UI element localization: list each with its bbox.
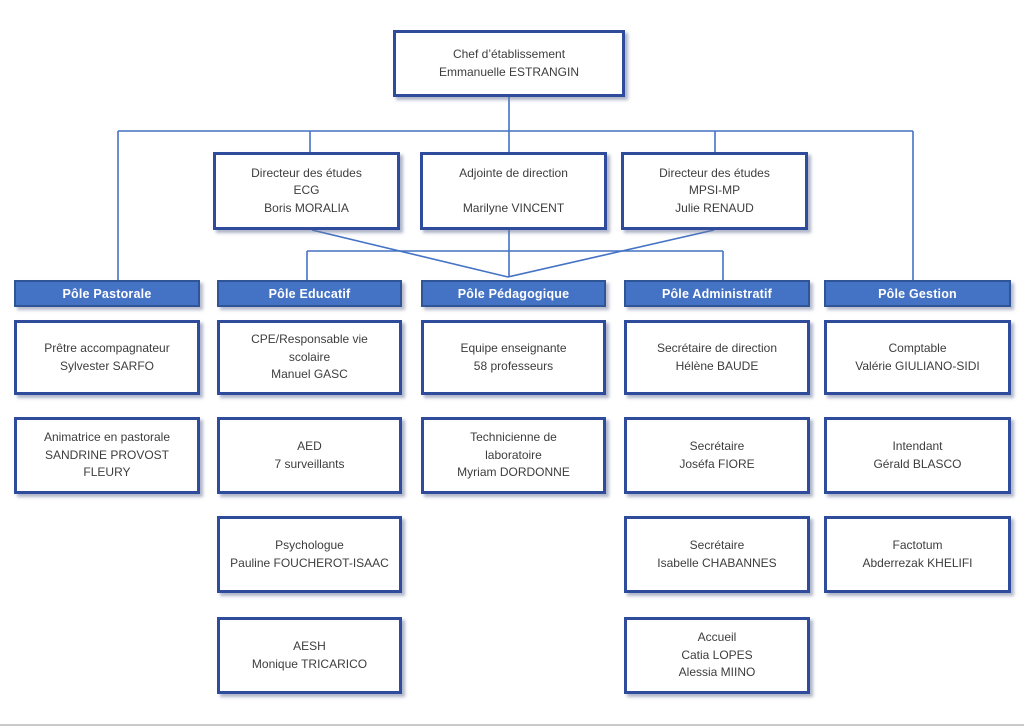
node-factotum: Factotum Abderrezak KHELIFI <box>824 516 1011 593</box>
node-text-line: CPE/Responsable vie <box>251 332 368 347</box>
node-text-line: Chef d’établissement <box>452 47 566 62</box>
node-text-line: Factotum <box>892 538 943 553</box>
page-bottom-rule <box>0 724 1024 726</box>
node-secretaire-fiore: Secrétaire Joséfa FIORE <box>624 417 810 494</box>
node-accueil: Accueil Catia LOPES Alessia MIINO <box>624 617 810 694</box>
node-text-line: MPSI-MP <box>688 183 741 198</box>
node-psychologue: Psychologue Pauline FOUCHEROT-ISAAC <box>217 516 402 593</box>
node-text-line: Emmanuelle ESTRANGIN <box>438 64 580 79</box>
node-equipe-enseignante: Equipe enseignante 58 professeurs <box>421 320 606 395</box>
node-adjointe-direction: Adjointe de direction Marilyne VINCENT <box>420 152 607 230</box>
node-text-line: Hélène BAUDE <box>675 358 759 373</box>
node-text-line: Secrétaire <box>689 538 745 553</box>
node-aed: AED 7 surveillants <box>217 417 402 494</box>
node-text-line: Gérald BLASCO <box>873 456 962 471</box>
node-text-line: Boris MORALIA <box>264 200 349 215</box>
node-text-line: Sylvester SARFO <box>59 358 155 373</box>
node-text-line: 7 surveillants <box>274 456 345 471</box>
node-text-line: Comptable <box>888 341 947 356</box>
node-text-line: Secrétaire de direction <box>656 341 778 356</box>
node-text-line: Catia LOPES <box>681 647 753 662</box>
node-text-line: ECG <box>293 183 320 198</box>
pole-header-pastorale: Pôle Pastorale <box>14 280 200 307</box>
node-text-line: Technicienne de <box>470 430 557 445</box>
node-text-line <box>429 183 598 200</box>
node-text-line: Pauline FOUCHEROT-ISAAC <box>230 555 389 570</box>
pole-header-administratif: Pôle Administratif <box>624 280 810 307</box>
node-text-line: Joséfa FIORE <box>679 456 755 471</box>
node-text-line: Prêtre accompagnateur <box>44 341 170 356</box>
node-text-line: AESH <box>293 639 326 654</box>
node-text-line: Adjointe de direction <box>459 166 568 181</box>
node-technicienne-laboratoire: Technicienne de laboratoire Myriam DORDO… <box>421 417 606 494</box>
node-intendant: Intendant Gérald BLASCO <box>824 417 1011 494</box>
node-text-line: AED <box>297 439 322 454</box>
pole-header-educatif: Pôle Educatif <box>217 280 402 307</box>
node-text-line: Monique TRICARICO <box>251 656 368 671</box>
pole-header-gestion: Pôle Gestion <box>824 280 1011 307</box>
node-text-line: 58 professeurs <box>473 358 554 373</box>
node-text-line: Psychologue <box>275 538 344 553</box>
node-secretaire-chabannes: Secrétaire Isabelle CHABANNES <box>624 516 810 593</box>
node-text-line: Accueil <box>697 630 737 645</box>
node-text-line: scolaire <box>288 349 331 364</box>
node-text-line: Manuel GASC <box>271 367 348 382</box>
node-text-line: Intendant <box>892 439 943 454</box>
node-animatrice-pastorale: Animatrice en pastorale SANDRINE PROVOST… <box>14 417 200 494</box>
node-text-line: Animatrice en pastorale <box>43 430 171 445</box>
node-text-line: Alessia MIINO <box>678 665 756 680</box>
pole-header-pedagogique: Pôle Pédagogique <box>421 280 606 307</box>
node-chef-etablissement: Chef d’établissement Emmanuelle ESTRANGI… <box>393 30 625 97</box>
node-directeur-etudes-mpsi: Directeur des études MPSI-MP Julie RENAU… <box>621 152 808 230</box>
node-aesh: AESH Monique TRICARICO <box>217 617 402 694</box>
node-cpe-responsable-vie-scolaire: CPE/Responsable vie scolaire Manuel GASC <box>217 320 402 395</box>
node-text-line: Abderrezak KHELIFI <box>862 555 973 570</box>
node-text-line: Myriam DORDONNE <box>457 465 570 480</box>
node-text-line: Valérie GIULIANO-SIDI <box>855 358 980 373</box>
node-text-line: Equipe enseignante <box>460 341 567 356</box>
node-text-line: FLEURY <box>83 465 131 480</box>
node-directeur-etudes-ecg: Directeur des études ECG Boris MORALIA <box>213 152 400 230</box>
node-text-line: Secrétaire <box>689 439 745 454</box>
node-pretre-accompagnateur: Prêtre accompagnateur Sylvester SARFO <box>14 320 200 395</box>
node-text-line: Directeur des études <box>251 165 362 180</box>
node-text-line: Directeur des études <box>659 165 770 180</box>
node-secretaire-direction: Secrétaire de direction Hélène BAUDE <box>624 320 810 395</box>
node-text-line: SANDRINE PROVOST <box>44 447 170 462</box>
node-text-line: Isabelle CHABANNES <box>657 555 777 570</box>
node-text-line: Julie RENAUD <box>675 200 754 215</box>
node-text-line: Marilyne VINCENT <box>462 200 565 215</box>
node-text-line: laboratoire <box>485 447 542 462</box>
node-comptable: Comptable Valérie GIULIANO-SIDI <box>824 320 1011 395</box>
